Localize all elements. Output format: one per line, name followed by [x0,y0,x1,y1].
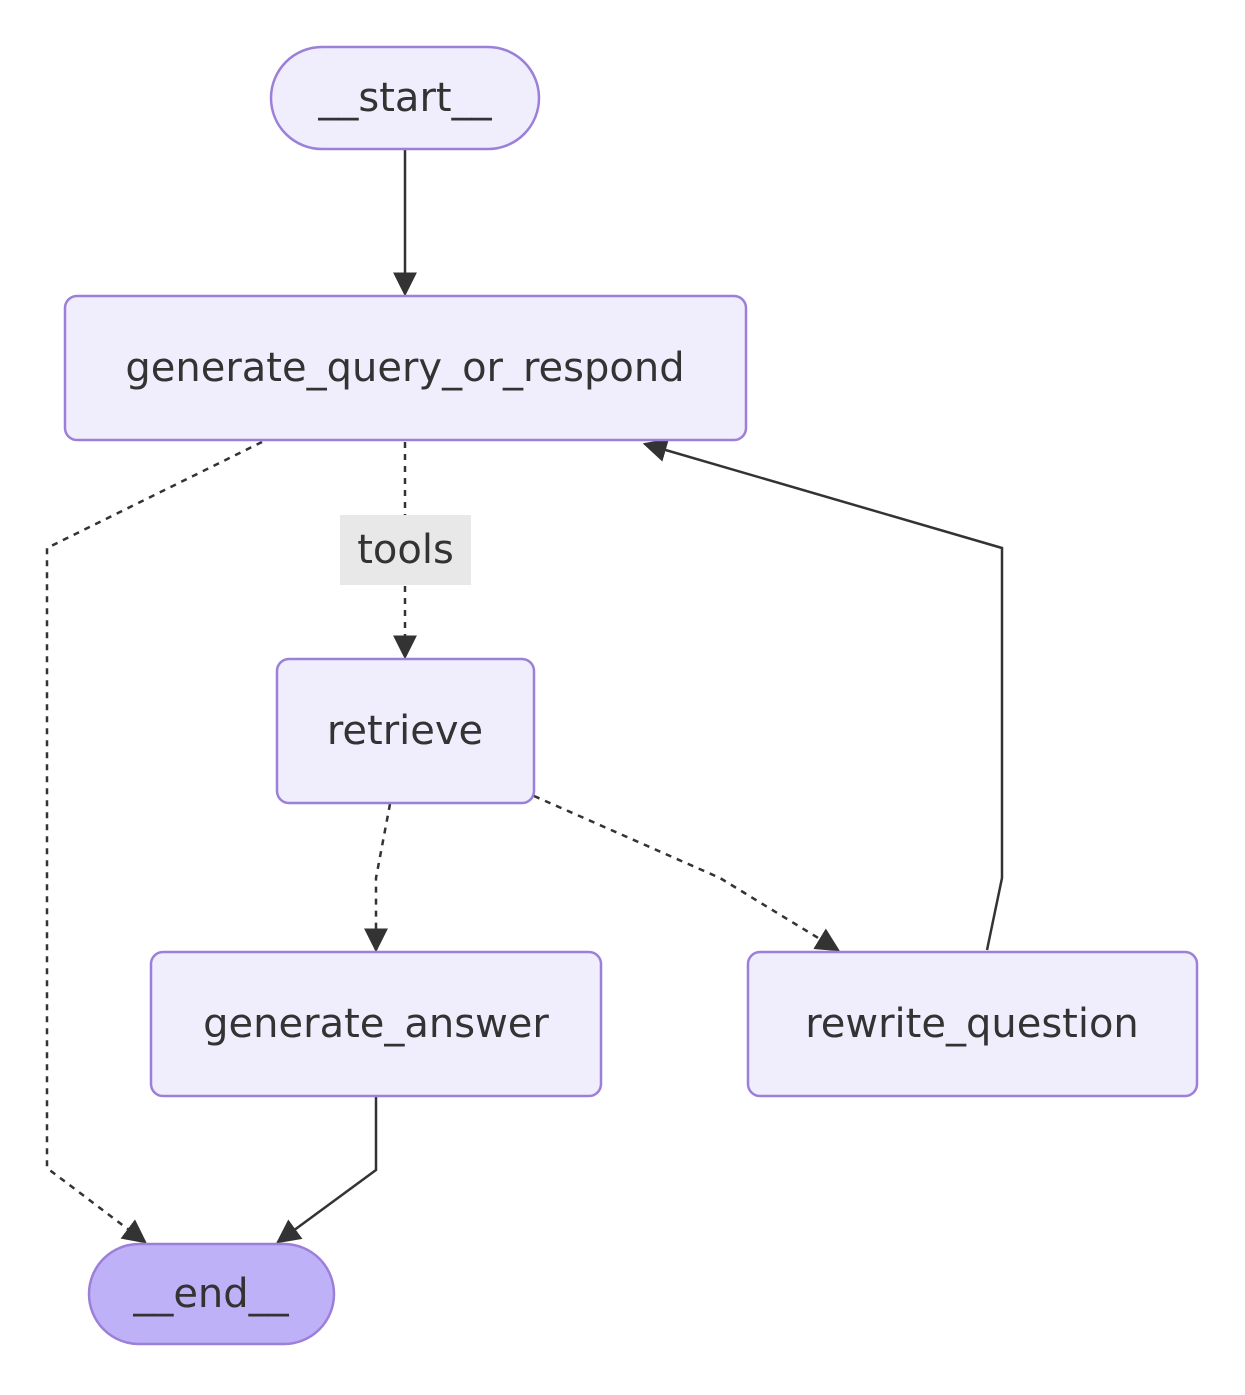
node-generate-query-or-respond-label: generate_query_or_respond [125,345,684,391]
edge-generate-query-or-respond-to-end [45,440,263,1244]
node-generate-answer: generate_answer [149,950,603,1098]
edge-generate-answer-to-end [276,1097,378,1244]
edge-label-background [340,515,471,585]
node-retrieve-shape [275,657,536,805]
node-generate-query-or-respond-shape [63,294,748,442]
node-start-label: __start__ [317,75,492,121]
node-end: __end__ [87,1242,336,1346]
node-start: __start__ [269,45,541,151]
node-generate-answer-label: generate_answer [203,1001,549,1047]
node-rewrite-question: rewrite_question [746,950,1199,1098]
node-generate-answer-shape [149,950,603,1098]
node-end-label: __end__ [132,1271,289,1317]
node-retrieve: retrieve [275,657,536,805]
edges [45,150,1004,1244]
node-end-shape [87,1242,336,1346]
node-rewrite-question-label: rewrite_question [805,1001,1139,1047]
node-rewrite-question-shape [746,950,1199,1098]
edge-retrieve-to-generate-answer [364,803,392,953]
edge-label-tools-text: tools [357,527,454,573]
edge-label-tools: tools [340,515,471,585]
node-start-shape [269,45,541,151]
edge-retrieve-to-rewrite-question [533,794,841,952]
node-retrieve-label: retrieve [327,708,483,754]
node-generate-query-or-respond: generate_query_or_respond [63,294,748,442]
edge-rewrite-question-to-generate-query-or-respond [642,438,1004,951]
